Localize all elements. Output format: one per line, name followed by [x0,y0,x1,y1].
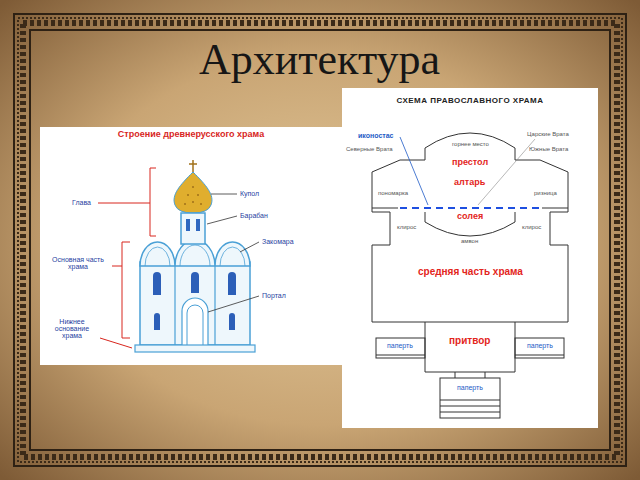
plan-label: притвор [449,335,490,346]
frame-inner [30,30,610,450]
floor-plan [372,133,568,418]
cross [192,160,194,173]
plan-label: Северные Врата [346,146,393,152]
leader-line [240,242,259,252]
plan-label: паперть [387,342,413,349]
plan-label: Портал [262,292,286,299]
dome-dot [197,194,199,196]
window [153,272,161,295]
porch [515,338,564,358]
plan-outline [372,133,568,372]
solea-edge [425,212,515,236]
drum-window [196,219,200,231]
plan-label: Закомара [262,238,294,245]
portal-inner [187,305,203,345]
drum [181,213,205,244]
plan-label: Царские Врата [527,131,569,137]
altar-wall [542,208,568,209]
porch [376,338,425,358]
frame-knot [23,23,617,457]
plan-label: Нижнее основание храма [46,318,98,339]
dome-dot [187,194,189,196]
cross [189,163,197,165]
portal [182,298,208,345]
plan-label: Основная часть храма [46,256,110,270]
iconostasis-line [400,207,540,209]
plan-label: пономарка [378,190,408,196]
red-leader [98,203,150,204]
plan-label: Южные Врата [529,146,568,152]
plan-label: паперть [527,342,553,349]
dome-dot [192,186,194,188]
leader-line [211,194,237,195]
red-bracket [150,168,156,236]
porch-step [440,400,500,401]
window [154,313,160,330]
church-body [140,262,250,345]
pilaster [214,266,215,345]
panel [40,127,342,365]
arch-inner [145,245,245,266]
porch-step [515,355,564,356]
red-bracket [122,242,130,338]
church-base [135,345,255,352]
panel-heading: Строение древнерусского храма [40,127,342,139]
altar-wall [372,208,398,209]
plan-label: ризница [534,190,557,196]
porch-step [440,412,500,413]
porch-step [440,406,500,407]
porch-link [455,372,456,378]
frame-outer [14,14,626,466]
leader-line [207,216,237,224]
slide-title: Архитектура [199,36,440,84]
leader-lines [98,168,259,348]
plan-label: клирос [522,224,541,230]
plan-label: алтарь [454,177,485,187]
dome-dot [192,201,194,203]
narthex-wall [425,322,515,323]
window [191,272,199,293]
panel-heading: СХЕМА ПРАВОСЛАВНОГО ХРАМА [342,88,598,105]
dome-dot [200,203,202,205]
plan-label: иконостас [358,132,394,139]
church-illustration [135,160,255,352]
plan-label: клирос [397,224,416,230]
red-leader [112,266,122,267]
plan-label: горнее место [452,141,489,147]
porch-step [376,355,425,356]
plan-label: Барабан [240,212,268,219]
plan-label: амвон [461,238,478,244]
plan-label: средняя часть храма [418,266,523,277]
plan-label: солея [457,211,483,221]
porch-link [485,372,486,378]
drum-window [186,219,190,231]
pilaster [174,266,175,345]
window [228,272,236,295]
onion-dome [174,172,212,213]
panel [342,88,598,428]
plan-label: престол [452,157,488,167]
leader-line [478,139,535,205]
plan-label: Купол [240,190,259,197]
leader-line [208,296,259,312]
window [229,313,235,330]
panel-box: СХЕМА ПРАВОСЛАВНОГО ХРАМА [342,88,598,428]
red-leader [100,338,132,348]
plan-label: паперть [457,384,483,391]
frame-knot [18,18,622,462]
plan-label: Глава [72,199,91,206]
dome-dot [184,203,186,205]
porch [440,378,500,418]
